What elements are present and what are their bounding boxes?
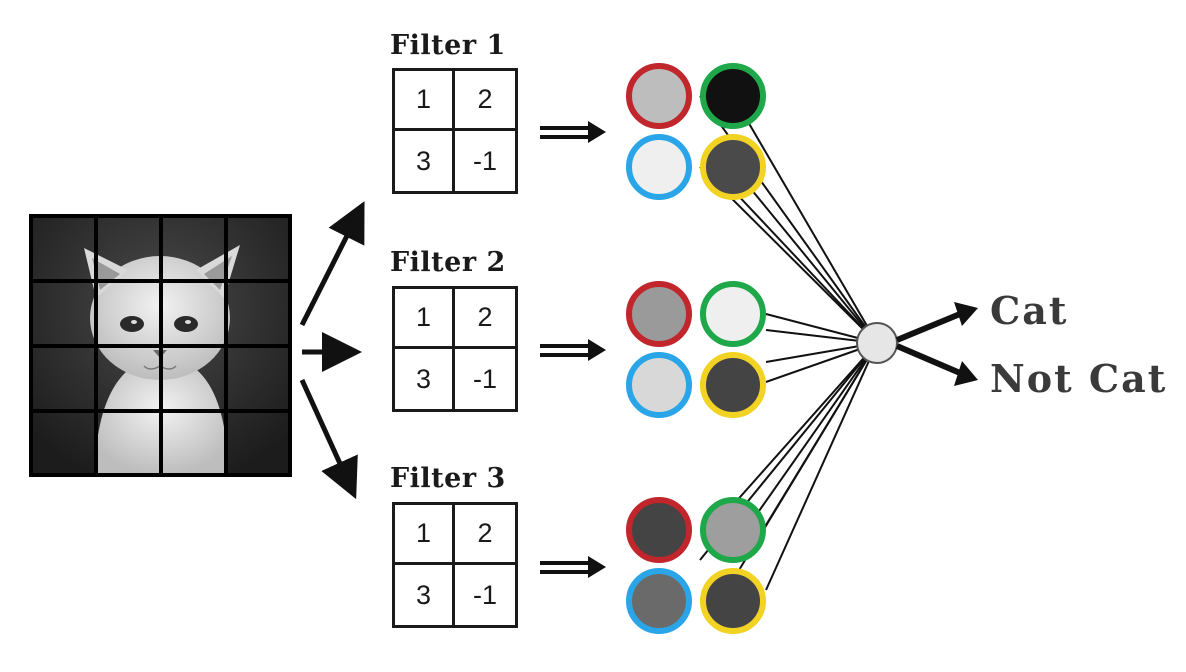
kernel-cell: 3	[395, 349, 455, 409]
feature-map-1	[626, 63, 766, 200]
filter-1-kernel: 1 2 3 -1	[392, 68, 518, 194]
kernel-cell: 2	[455, 505, 515, 565]
kernel-cell: 2	[455, 71, 515, 131]
arrow-to-filter-1	[299, 201, 365, 327]
filter-2-title: Filter 2	[390, 247, 506, 278]
feature-map-2	[626, 281, 766, 418]
feature-maps	[626, 63, 766, 634]
arrow-feature-2	[540, 339, 606, 361]
output-label-not-cat: Not Cat	[990, 356, 1168, 401]
feature-neuron-top-right	[700, 63, 766, 129]
arrow-cat	[895, 311, 962, 343]
feature-neuron-top-right	[700, 281, 766, 347]
kernel-cell: 2	[455, 289, 515, 349]
kernel-cell: -1	[472, 145, 497, 176]
filter-2-kernel: 1 2 3 -1	[392, 286, 518, 412]
arrow-feature-1	[540, 121, 606, 143]
input-to-filter-arrows	[299, 201, 365, 500]
arrow-feature-3	[540, 556, 606, 578]
kernel-cell: -1	[472, 579, 497, 610]
feature-neuron-bottom-right	[700, 568, 766, 634]
output-arrows	[895, 302, 978, 386]
input-image	[29, 214, 292, 477]
output-node	[856, 322, 898, 364]
feature-neuron-bottom-left	[626, 352, 692, 418]
feature-neuron-top-left	[626, 63, 692, 129]
filter-3-title: Filter 3	[390, 463, 506, 494]
kernel-cell: 1	[395, 289, 455, 349]
feature-neuron-bottom-left	[626, 568, 692, 634]
kernel-cell: 1	[395, 505, 455, 565]
kernel-cell: 3	[395, 131, 455, 191]
feature-neuron-bottom-left	[626, 134, 692, 200]
kernel-cell: 1	[395, 71, 455, 131]
feature-neuron-top-left	[626, 281, 692, 347]
filter-1-title: Filter 1	[390, 30, 506, 61]
arrow-to-filter-3	[299, 378, 358, 500]
feature-neuron-top-left	[626, 497, 692, 563]
feature-neuron-top-right	[700, 497, 766, 563]
arrow-not-cat	[895, 343, 962, 376]
kernel-cell: -1	[472, 363, 497, 394]
feature-map-3	[626, 497, 766, 634]
filter-to-feature-arrows	[540, 121, 606, 578]
kernel-cell: 3	[395, 565, 455, 625]
output-label-cat: Cat	[990, 288, 1069, 333]
feature-neuron-bottom-right	[700, 352, 766, 418]
filter-3-kernel: 1 2 3 -1	[392, 502, 518, 628]
feature-neuron-bottom-right	[700, 134, 766, 200]
